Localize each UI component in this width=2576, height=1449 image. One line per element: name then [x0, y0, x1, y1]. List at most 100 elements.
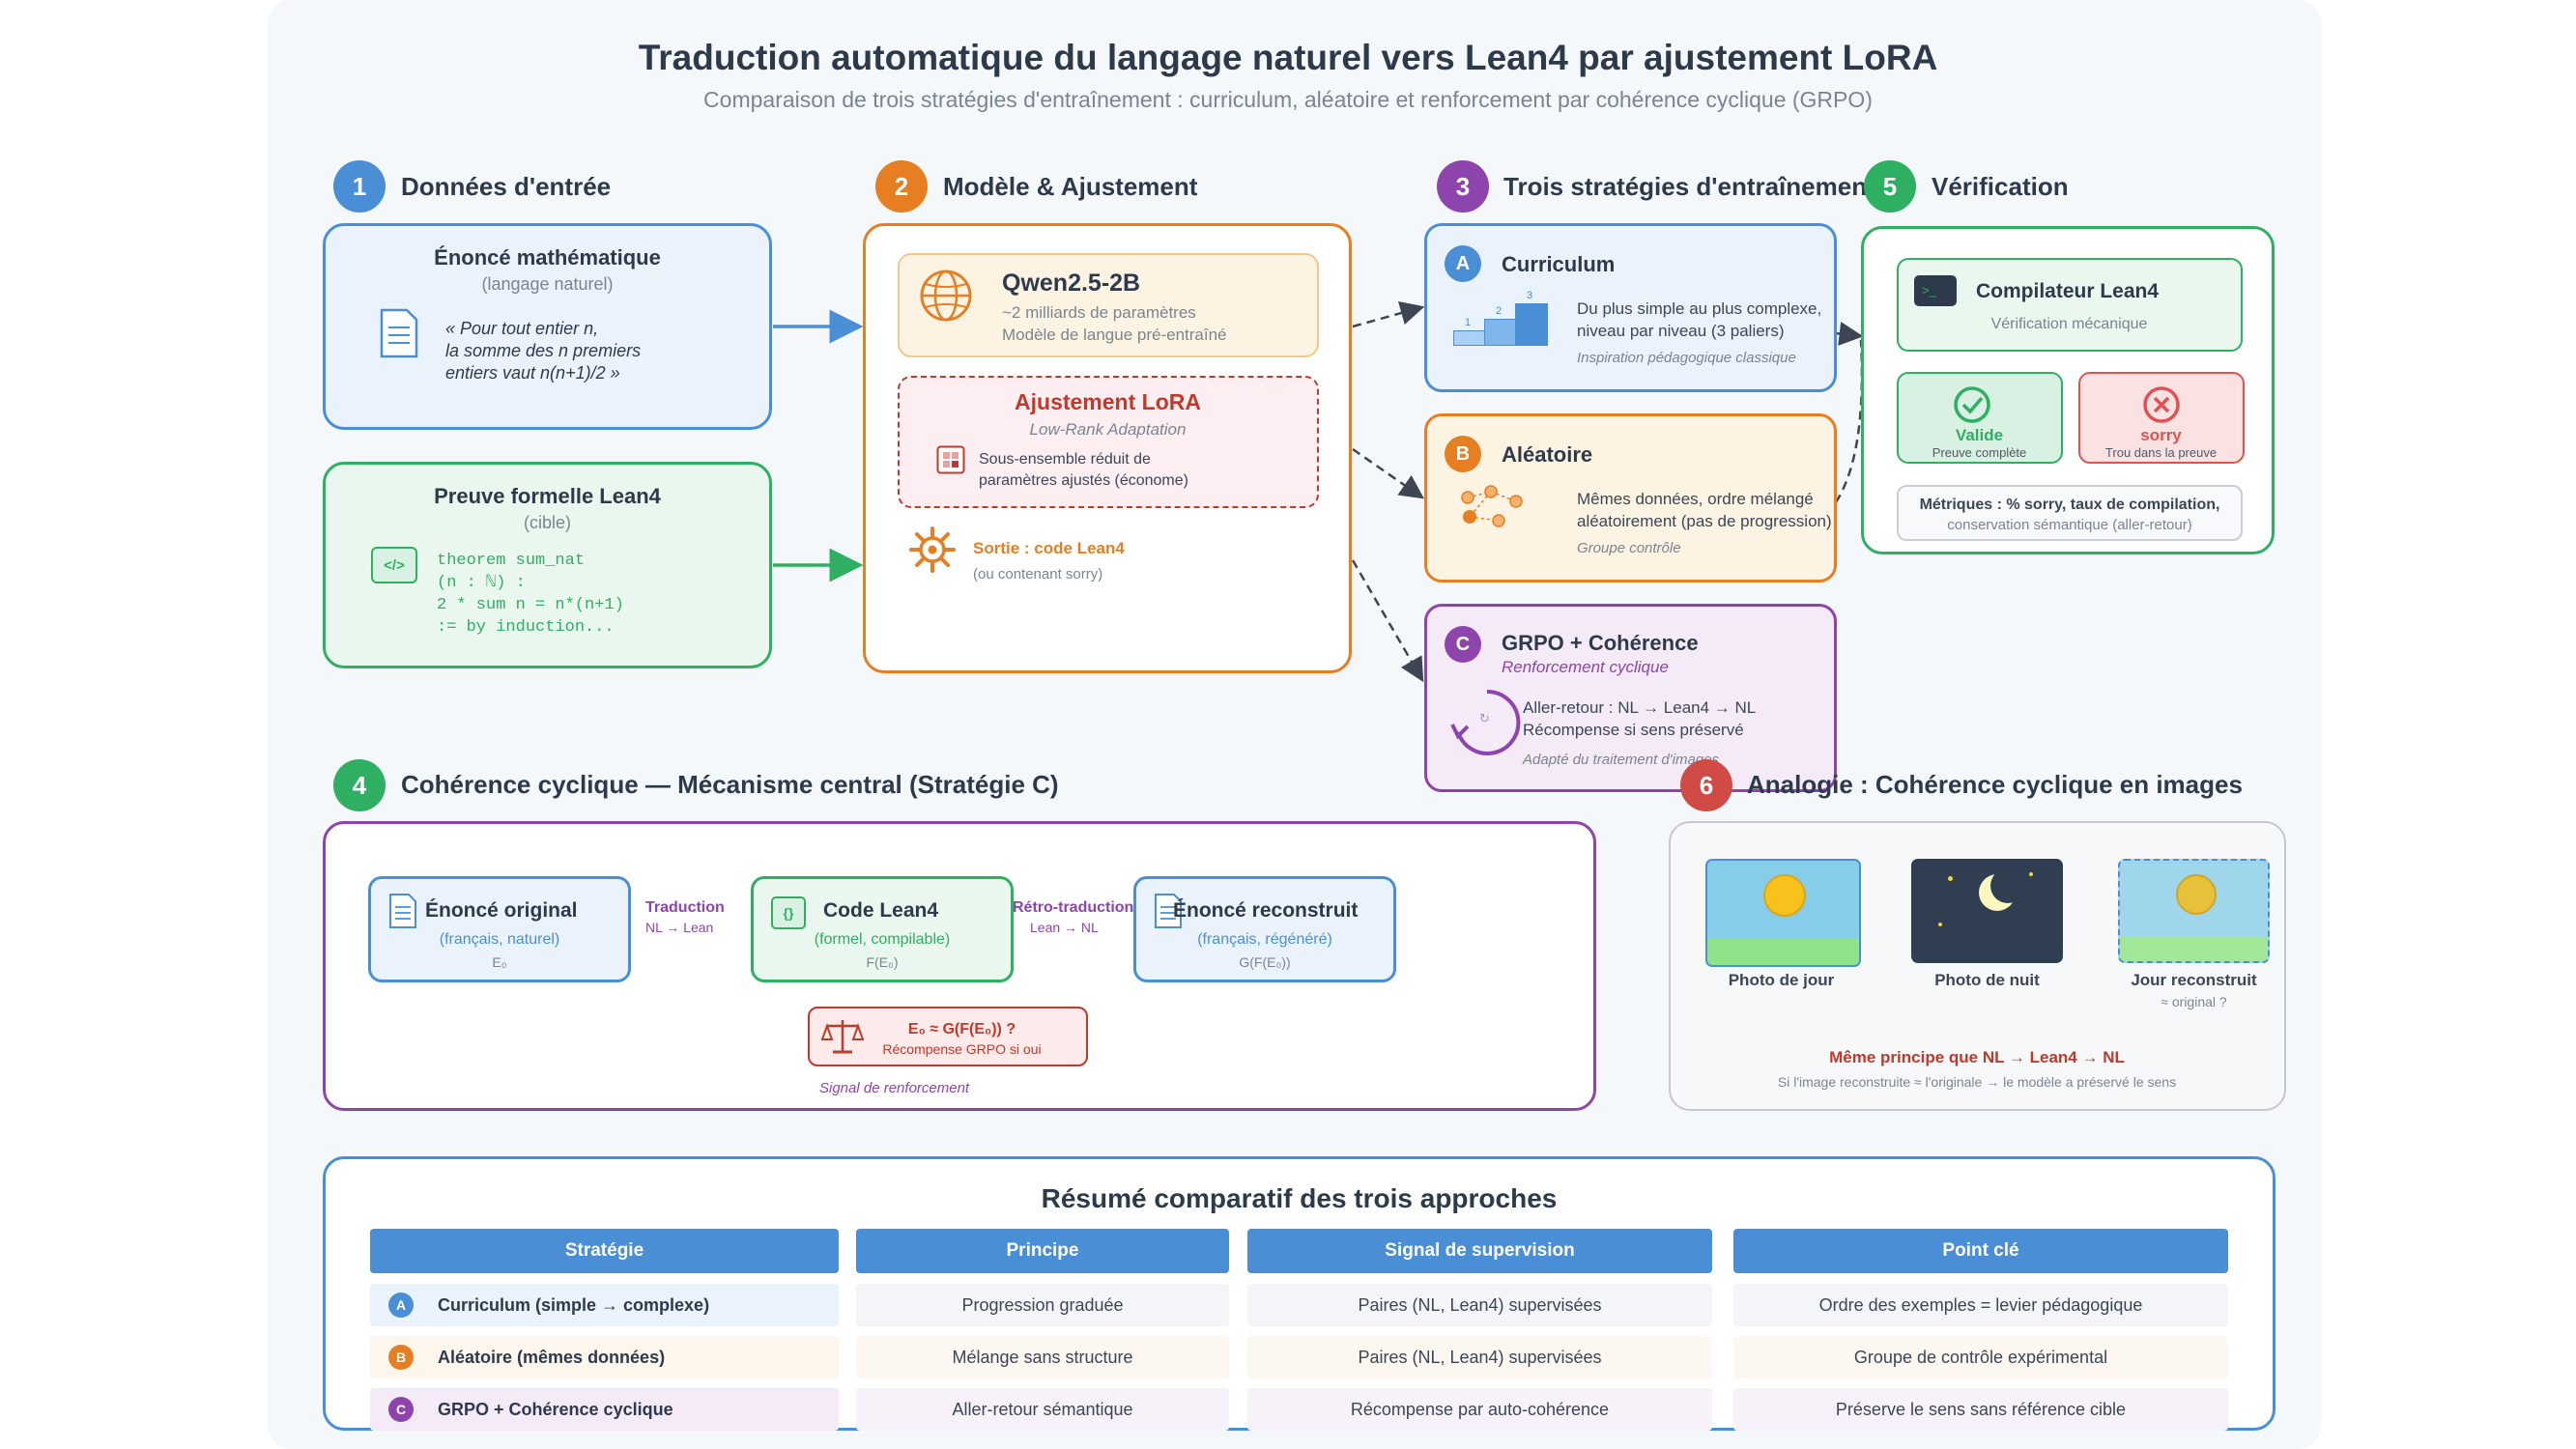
valid-sublabel: Preuve complète: [1932, 445, 2027, 460]
table-cell-key: Préserve le sens sans référence cible: [1733, 1388, 2228, 1431]
table-cell-signal: Récompense par auto-cohérence: [1247, 1388, 1712, 1431]
model-base-panel: Qwen2.5-2B ~2 milliards de paramètres Mo…: [898, 253, 1319, 357]
section-2-number: 2: [875, 160, 928, 213]
original-statement-box: Énoncé original (français, naturel) E₀: [368, 876, 631, 982]
star-icon: [2029, 872, 2033, 876]
strategy-c-card: C GRPO + Cohérence Renforcement cyclique…: [1424, 604, 1837, 792]
lora-title: Ajustement LoRA: [1015, 389, 1201, 414]
strategy-c-desc-1: Aller-retour : NL → Lean4 → NL: [1523, 698, 1757, 717]
nl-text-line-3: entiers vaut n(n+1)/2 »: [445, 363, 620, 383]
balance-scale-icon: [821, 1016, 864, 1057]
stairs-step-3: 3: [1527, 290, 1533, 301]
table-badge-c: C: [388, 1397, 414, 1422]
strategy-c-desc-2: Récompense si sens préservé: [1523, 721, 1744, 739]
document-icon: [1154, 893, 1183, 929]
section-1-number: 1: [333, 160, 386, 213]
arrow-model-to-c: [1351, 559, 1424, 683]
nl-statement-card: Énoncé mathématique (langage naturel) « …: [323, 223, 772, 430]
lora-subtitle: Low-Rank Adaptation: [1029, 420, 1187, 439]
reconstructed-statement-box: Énoncé reconstruit (français, régénéré) …: [1133, 876, 1396, 982]
reconstructed-statement-title: Énoncé reconstruit: [1173, 899, 1359, 922]
section-6-number: 6: [1680, 759, 1732, 811]
lean-code-subtitle: (formel, compilable): [814, 931, 951, 948]
arrow-model-to-a: [1352, 300, 1425, 328]
arrow-a-to-verif: [1835, 322, 1864, 346]
verification-card: >_ Compilateur Lean4 Vérification mécani…: [1861, 226, 2275, 554]
table-badge-a: A: [388, 1293, 414, 1318]
strategy-c-note: Adapté du traitement d'images: [1523, 752, 1719, 768]
table-header-signal: Signal de supervision: [1247, 1229, 1712, 1273]
original-statement-symbol: E₀: [492, 954, 507, 970]
section-6-title: Analogie : Cohérence cyclique en images: [1747, 770, 2243, 799]
lora-desc-2: paramètres ajustés (économe): [979, 472, 1188, 489]
translation-label: Traduction: [645, 899, 725, 916]
section-4-number: 4: [333, 759, 386, 811]
check-circle-icon: [1953, 385, 1991, 424]
day-photo-label: Photo de jour: [1728, 971, 1835, 989]
lean-proof-subtitle: (cible): [523, 513, 571, 532]
cycle-icon: ↻: [1450, 686, 1524, 759]
strategy-b-desc-2: aléatoirement (pas de progression): [1577, 512, 1832, 530]
strategy-b-badge: B: [1445, 436, 1481, 472]
section-3-title: Trois stratégies d'entraînement: [1503, 172, 1875, 201]
table-cell-principle: Progression graduée: [856, 1284, 1229, 1326]
reinforcement-signal-label: Signal de renforcement: [819, 1080, 970, 1096]
summary-title: Résumé comparatif des trois approches: [1041, 1183, 1558, 1213]
table-row: B Aléatoire (mêmes données): [370, 1336, 839, 1378]
section-5-title: Vérification: [1932, 172, 2069, 201]
table-cell-principle: Aller-retour sémantique: [856, 1388, 1229, 1431]
day-photo-image: [1705, 859, 1861, 967]
terminal-icon: >_: [1914, 275, 1957, 306]
metrics-subtitle: conservation sémantique (aller-retour): [1947, 517, 2192, 533]
table-cell-strategy: Aléatoire (mêmes données): [438, 1347, 666, 1367]
lora-panel: Ajustement LoRA Low-Rank Adaptation Sous…: [898, 376, 1319, 508]
comparison-subtitle: Récompense GRPO si oui: [882, 1041, 1042, 1057]
reconstructed-day-image: [2118, 859, 2270, 963]
cross-circle-icon: [2142, 385, 2181, 424]
model-params: ~2 milliards de paramètres: [1002, 303, 1196, 322]
section-3-number: 3: [1437, 160, 1489, 213]
page-title: Traduction automatique du langage nature…: [638, 38, 1938, 77]
analogy-card: Photo de jour Photo de nuit Jour reconst…: [1669, 821, 2286, 1111]
output-title: Sortie : code Lean4: [973, 539, 1125, 557]
lean-code-box: {} Code Lean4 (formel, compilable) F(E₀): [751, 876, 1014, 982]
lean-code-title: Code Lean4: [823, 899, 939, 922]
lean-code-line-3: 2 * sum n = n*(n+1): [437, 596, 624, 614]
nl-statement-title: Énoncé mathématique: [434, 245, 661, 270]
stairs-step-2: 2: [1496, 305, 1503, 317]
table-row: C GRPO + Cohérence cyclique: [370, 1388, 839, 1431]
strategy-c-title: GRPO + Cohérence: [1502, 631, 1699, 655]
valid-result-panel: Valide Preuve complète: [1897, 372, 2063, 464]
output-subtitle: (ou contenant sorry): [973, 566, 1103, 582]
lean-proof-card: Preuve formelle Lean4 (cible) </> theore…: [323, 462, 772, 668]
reconstructed-statement-subtitle: (français, régénéré): [1197, 931, 1332, 948]
lean-code-line-1: theorem sum_nat: [437, 552, 586, 570]
strategy-b-card: B Aléatoire Mêmes données, ordre mélangé…: [1424, 413, 1837, 582]
table-cell-key: Groupe de contrôle expérimental: [1733, 1336, 2228, 1378]
analogy-principle: Même principe que NL → Lean4 → NL: [1829, 1048, 2125, 1066]
lean-code-symbol: F(E₀): [866, 954, 899, 970]
strategy-a-badge: A: [1445, 245, 1481, 282]
gear-icon: [908, 526, 957, 574]
document-icon: [388, 893, 417, 929]
strategy-a-note: Inspiration pédagogique classique: [1577, 350, 1796, 366]
model-name: Qwen2.5-2B: [1002, 270, 1141, 297]
compiler-title: Compilateur Lean4: [1976, 280, 2160, 302]
stairs-icon: 1 2 3: [1453, 290, 1548, 346]
table-cell-principle: Mélange sans structure: [856, 1336, 1229, 1378]
valid-label: Valide: [1955, 426, 2004, 444]
reconstructed-day-sublabel: ≈ original ?: [2161, 994, 2227, 1009]
comparison-title: E₀ ≈ G(F(E₀)) ?: [907, 1021, 1016, 1037]
metrics-panel: Métriques : % sorry, taux de compilation…: [1897, 485, 2243, 541]
night-photo-image: [1911, 859, 2063, 963]
stairs-step-1: 1: [1465, 317, 1472, 328]
strategy-b-note: Groupe contrôle: [1577, 540, 1681, 556]
reconstructed-day-label: Jour reconstruit: [2131, 971, 2257, 989]
table-cell-signal: Paires (NL, Lean4) supervisées: [1247, 1336, 1712, 1378]
nl-text-line-2: la somme des n premiers: [445, 341, 642, 360]
table-badge-b: B: [388, 1345, 414, 1370]
document-icon: [380, 308, 418, 358]
back-translation-label: Rétro-traduction: [1013, 899, 1134, 916]
table-header-principle: Principe: [856, 1229, 1229, 1273]
globe-icon: [919, 269, 973, 323]
